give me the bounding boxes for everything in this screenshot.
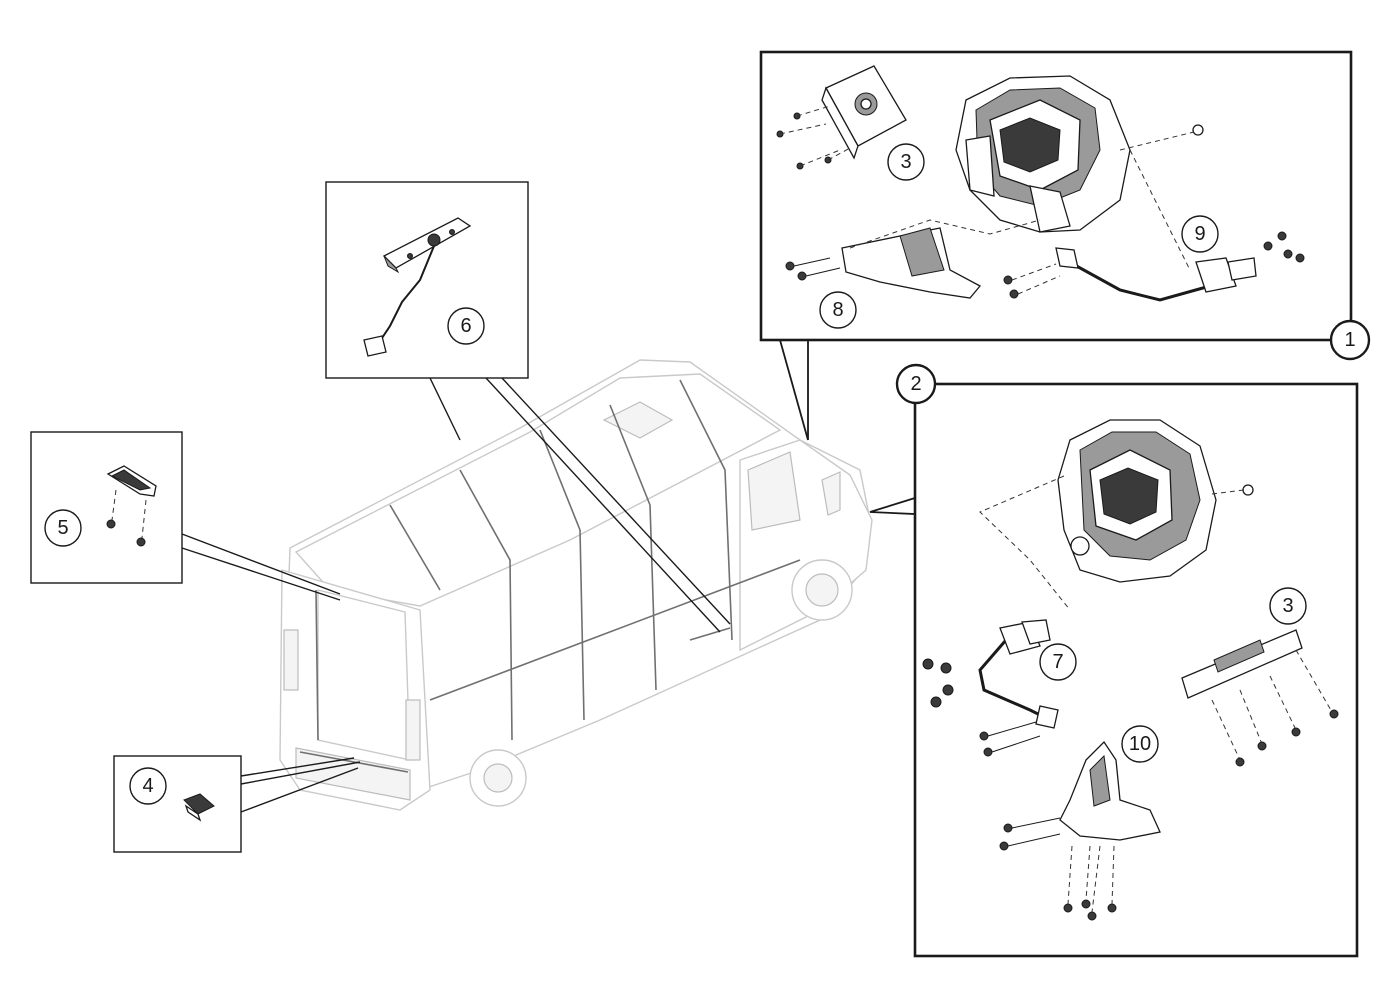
callout-6-label: 6 bbox=[460, 315, 471, 337]
group-5-frame bbox=[30, 431, 341, 601]
callout-5: 5 bbox=[44, 509, 82, 547]
step-lamp bbox=[183, 793, 215, 822]
group-1-frame bbox=[759, 50, 1353, 441]
callout-8: 8 bbox=[819, 291, 857, 329]
callout-3-top-label: 3 bbox=[900, 151, 911, 173]
control-module-bottom bbox=[1181, 629, 1339, 767]
handle-lamp-assembly bbox=[106, 465, 157, 547]
van-illustration bbox=[279, 359, 873, 811]
wiring-harness-bottom bbox=[922, 619, 1059, 757]
callout-8-label: 8 bbox=[832, 299, 843, 321]
group-2-frame bbox=[869, 382, 1359, 958]
callout-10-label: 10 bbox=[1129, 733, 1151, 755]
wiring-harness-top bbox=[1003, 231, 1305, 302]
control-module-top bbox=[776, 65, 907, 170]
callout-5-label: 5 bbox=[57, 517, 68, 539]
callout-9-label: 9 bbox=[1194, 223, 1205, 245]
callout-4-label: 4 bbox=[142, 775, 153, 797]
callout-7-label: 7 bbox=[1052, 651, 1063, 673]
callout-7: 7 bbox=[1039, 643, 1077, 681]
roof-lamp-assembly bbox=[363, 217, 472, 357]
callout-9: 9 bbox=[1181, 215, 1219, 253]
headlamp-unit-top bbox=[955, 75, 1204, 271]
group-4-frame bbox=[113, 755, 361, 853]
callout-1: 1 bbox=[1329, 319, 1371, 361]
callout-4: 4 bbox=[129, 767, 167, 805]
mounting-bracket-top bbox=[785, 219, 1041, 299]
mounting-bracket-bottom bbox=[999, 740, 1161, 921]
callout-2: 2 bbox=[895, 363, 937, 405]
group-6-frame bbox=[325, 181, 731, 633]
callout-10: 10 bbox=[1121, 725, 1159, 763]
callout-2-label: 2 bbox=[910, 373, 921, 395]
callout-3-bottom: 3 bbox=[1269, 587, 1307, 625]
callout-3-top: 3 bbox=[887, 143, 925, 181]
callout-3-bottom-label: 3 bbox=[1282, 595, 1293, 617]
callout-1-label: 1 bbox=[1344, 329, 1355, 351]
headlamp-unit-bottom bbox=[979, 419, 1254, 611]
callout-6: 6 bbox=[447, 307, 485, 345]
